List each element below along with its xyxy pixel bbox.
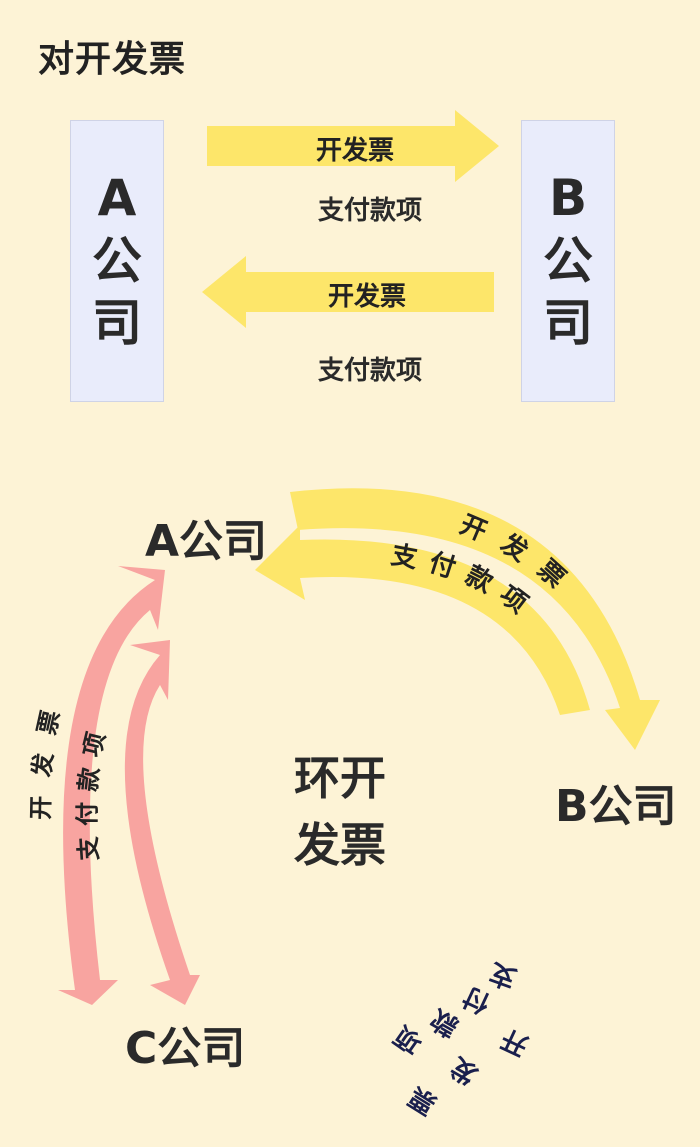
arrow-left-sublabel: 支付款项 [317,356,422,386]
bc-inner-char-4: 项 [389,1019,428,1058]
company-a-char-3: 司 [92,294,142,353]
arrow-right-icon [207,110,499,182]
ac-outer-text: 开发票 [27,690,69,820]
company-b-char-3: 司 [543,294,593,353]
circle-company-c: C公司 [125,1023,246,1074]
arc-arrow-ab-inner [255,525,590,715]
company-a-char-2: 公 [92,231,142,290]
bc-inner-char-1: 支 [486,957,521,994]
bc-text-fragment: 支 付 款 项 开 发 票 [389,957,533,1120]
page-title: 对开发票 [38,39,187,80]
arrow-right-sublabel: 支付款项 [317,196,422,226]
center-title: 环开 发票 [294,745,414,878]
arc-arrow-ac-outer [58,566,165,1005]
arrow-left-icon [202,256,494,328]
ac-inner-text: 支付款项 [73,720,113,862]
arc-arrow-ab-outer [290,488,660,750]
company-b-char-1: B [548,169,588,228]
company-b-box: B 公 司 [521,120,615,402]
arc-arrow-ac-inner [124,640,200,1005]
company-a-char-1: A [97,169,137,228]
arrow-left-label: 开发票 [327,282,406,312]
center-title-line2: 发票 [294,817,386,872]
bc-outer-char-2: 发 [445,1051,484,1091]
company-a-box: A 公 司 [70,120,164,402]
company-b-char-2: 公 [543,231,593,290]
bc-outer-char-1: 开 [497,1023,533,1061]
center-title-line1: 环开 [294,751,386,805]
circular-arrows-diagram: 开发票 支付款项 开发票 支付款项 [27,488,660,1005]
circle-company-a: A公司 [145,516,268,567]
bc-outer-char-3: 票 [404,1080,442,1119]
arrow-right-label: 开发票 [315,136,394,166]
circle-company-b: B公司 [555,781,677,832]
bc-inner-char-3: 款 [425,1002,463,1041]
